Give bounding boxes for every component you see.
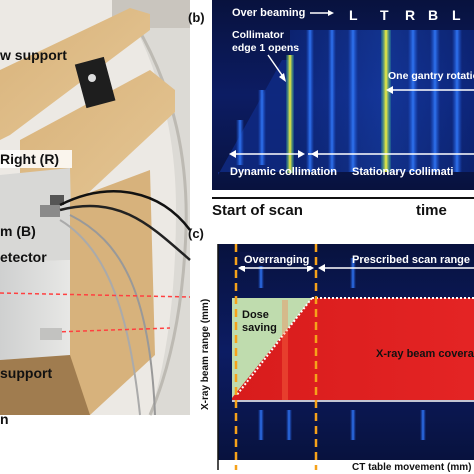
view-letter-b: B <box>428 7 438 23</box>
xray-coverage-text: X-ray beam coverage <box>376 348 474 360</box>
label-b: m (B) <box>0 223 36 239</box>
panel-c: (c) Overranging Prescribed scan range Do… <box>188 226 474 473</box>
y-axis-label: X-ray beam range (mm) <box>200 299 211 410</box>
connector-2 <box>50 195 64 205</box>
stationary-arrowhead-left <box>311 150 318 158</box>
label-right: Right (R) <box>0 151 59 167</box>
stripe-1 <box>236 120 244 165</box>
wood-support-top <box>0 8 150 140</box>
dose-saving-diagonal <box>235 297 313 397</box>
c-stripe-7 <box>350 258 356 288</box>
x-axis-label: CT table movement (mm) <box>352 462 471 473</box>
cable-1 <box>59 190 191 231</box>
dynamic-arrowhead-right <box>298 150 305 158</box>
laser-line-2 <box>54 327 171 333</box>
cable-2 <box>59 204 191 261</box>
laser-line-1 <box>0 292 191 298</box>
yellow-line-collimator <box>286 55 294 173</box>
stripe-2 <box>258 90 266 165</box>
phantom-box-front <box>0 260 72 360</box>
stripe-7 <box>430 30 440 172</box>
dose-saving-text-1: Dose <box>242 309 269 321</box>
wood-table-shadow <box>0 355 90 415</box>
cable-4 <box>59 219 141 416</box>
panel-b: (b) Over beaming L T R B L Collimator ed… <box>188 0 474 219</box>
view-letter-r: R <box>405 7 415 23</box>
gantry-rotation-arrowhead <box>386 86 393 94</box>
overranging-label-bg <box>240 252 310 266</box>
start-of-scan-text: Start of scan <box>212 202 303 219</box>
phantom-knob <box>40 328 62 340</box>
cable-3 <box>69 214 156 416</box>
stripe-8 <box>452 30 462 172</box>
detector-screw <box>88 74 96 82</box>
c-stripe-3 <box>286 410 292 440</box>
over-beaming-arrowhead <box>328 10 334 16</box>
detector-block <box>74 56 116 109</box>
collimator-arrow <box>267 54 285 79</box>
c-stripe-4 <box>350 410 356 440</box>
view-letter-l2: L <box>452 7 461 23</box>
panel-c-label: (c) <box>188 226 204 241</box>
stripe-4 <box>328 30 336 172</box>
panel-a-photo: w support Right (R) m (B) etector suppor… <box>0 0 191 427</box>
wood-table <box>70 170 155 415</box>
view-letter-l1: L <box>349 7 358 23</box>
stripe-6 <box>408 30 418 172</box>
connector-1 <box>40 205 60 217</box>
prescribed-scan-range-text: Prescribed scan range <box>352 254 470 266</box>
collimator-text-1: Collimator <box>232 29 284 41</box>
over-beaming-text: Over beaming <box>232 7 305 19</box>
time-text: time <box>416 202 447 219</box>
label-support-top: w support <box>0 47 67 63</box>
gantry-ring-edge <box>118 0 188 416</box>
label-detector: etector <box>0 249 47 265</box>
stripe-5 <box>348 30 358 172</box>
stripe-3 <box>306 30 314 172</box>
collimator-text-2: edge 1 opens <box>232 42 299 54</box>
label-support-bottom: support <box>0 365 52 381</box>
c-stripe-6 <box>258 258 264 288</box>
overranging-text: Overranging <box>244 254 309 266</box>
c-stripe-1 <box>282 300 288 400</box>
dynamic-arrowhead-left <box>229 150 236 158</box>
gantry-rotation-text: One gantry rotatio <box>388 70 474 82</box>
phantom-box-top <box>0 168 72 262</box>
right-label-bg <box>0 150 72 168</box>
collimator-arrowhead <box>279 73 286 82</box>
stationary-collimation-text: Stationary collimati <box>352 166 453 178</box>
c-stripe-2 <box>258 410 264 440</box>
panel-b-label: (b) <box>188 10 205 25</box>
prescribed-arrowhead-left <box>318 264 325 272</box>
c-stripe-5 <box>420 410 426 440</box>
view-letter-t: T <box>380 7 389 23</box>
yellow-line-gantry <box>381 30 391 172</box>
label-bottom: n <box>0 411 9 427</box>
dose-saving-text-2: saving <box>242 322 277 334</box>
dynamic-collimation-text: Dynamic collimation <box>230 166 337 178</box>
